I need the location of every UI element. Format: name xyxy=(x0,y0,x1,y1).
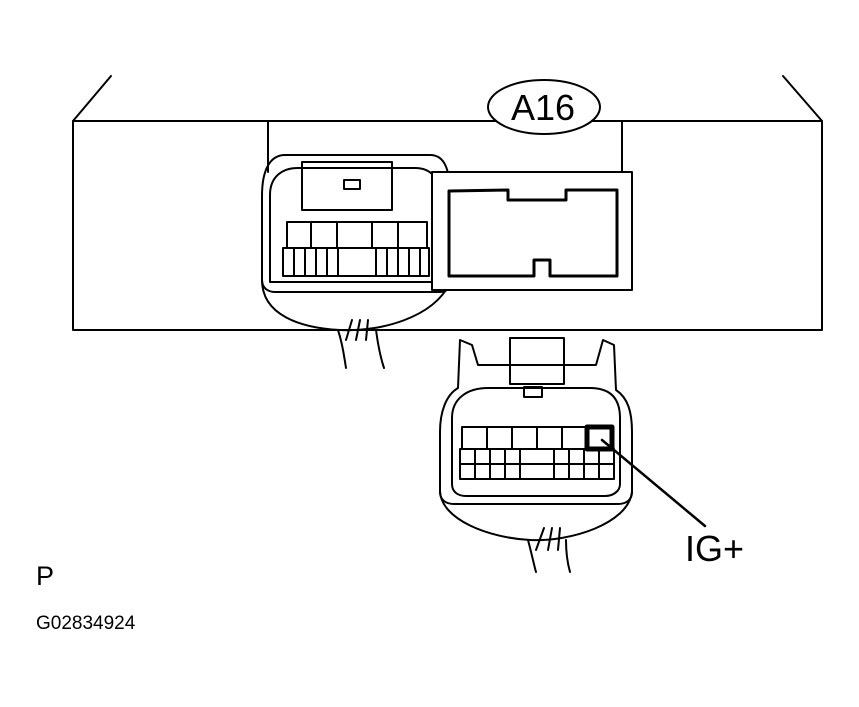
connector-label: A16 xyxy=(511,87,576,128)
terminal-label: IG+ xyxy=(685,528,745,569)
a16-callout xyxy=(267,79,623,173)
ig-terminal-highlight xyxy=(584,424,707,528)
view-code-label: P xyxy=(36,561,55,591)
ecu-connector-large xyxy=(431,171,633,291)
ecu-connector-socket xyxy=(261,154,451,369)
harness-connector-plug xyxy=(439,337,633,573)
figure-id-label: G02834924 xyxy=(36,613,136,634)
